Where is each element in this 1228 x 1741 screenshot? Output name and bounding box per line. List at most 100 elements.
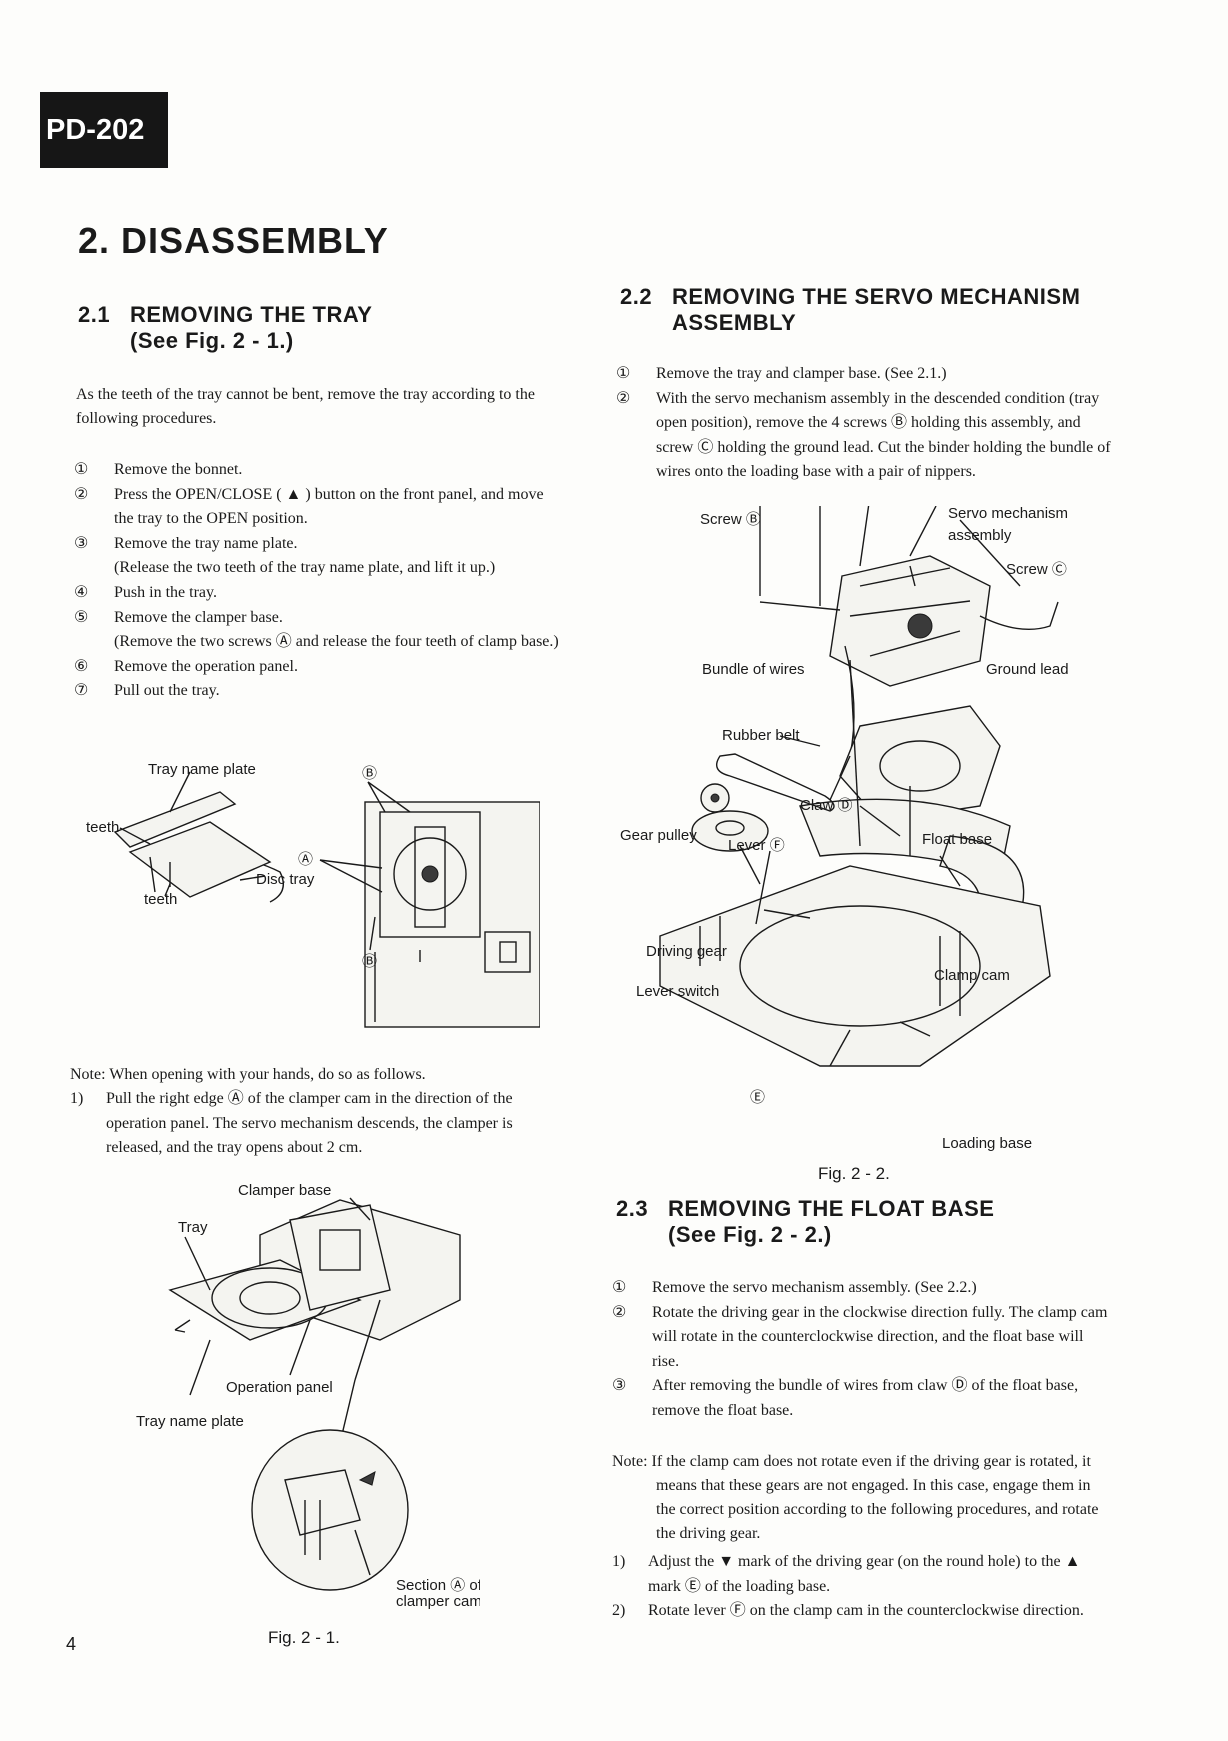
section-2-2-title: REMOVING THE SERVO MECHANISM <box>672 284 1081 309</box>
gear-pulley-hub <box>710 793 720 803</box>
clamper-detail <box>319 1229 361 1271</box>
label-operation-panel: Operation panel <box>226 1379 333 1396</box>
clamper-base-shape <box>289 1204 391 1311</box>
loading-base-opening <box>739 905 981 1027</box>
label-section-a: Section Ⓐ of <box>396 1577 480 1594</box>
leader-line <box>189 1339 211 1396</box>
loading-base-shape <box>659 865 1051 1067</box>
label-screw-c: Screw Ⓒ <box>1006 561 1067 578</box>
arrow-icon <box>358 1471 376 1486</box>
cam-detail-lines <box>304 1500 321 1560</box>
label-gear-pulley: Gear pulley <box>620 827 697 844</box>
spindle-shape <box>421 865 439 883</box>
servo-exploded-illustration: Screw Ⓑ Servo mechanism assembly Screw Ⓒ… <box>620 506 1069 1152</box>
leader-line <box>763 909 811 919</box>
leader-line <box>367 781 411 813</box>
tray-disassembly-illustration: Tray name plate teeth teeth Disc tray Ⓑ … <box>86 761 540 1028</box>
label-servo-mechanism: Servo mechanism <box>948 506 1068 522</box>
section-2-1-note: Note: When opening with your hands, do s… <box>70 1066 426 1083</box>
label-tray: Tray <box>178 1219 208 1236</box>
float-base-upper-shape <box>839 705 1001 822</box>
section-2-3-title: REMOVING THE FLOAT BASE <box>668 1196 995 1221</box>
label-screw-b-top: Ⓑ <box>362 765 377 782</box>
section-2-3-note: Note: If the clamp cam does not rotate e… <box>612 1453 1099 1542</box>
leader-line <box>349 1197 371 1221</box>
section-2-1-note-steps: 1)Pull the right edge Ⓐ of the clamper c… <box>70 1087 560 1161</box>
label-clamp-cam: Clamp cam <box>934 967 1010 984</box>
disc-inner <box>239 1281 301 1315</box>
arrow-out <box>174 1319 191 1333</box>
driving-gear-shape <box>691 810 769 852</box>
ground-lead-wire <box>979 601 1059 631</box>
cam-detail <box>284 1469 361 1536</box>
leader-line <box>909 565 916 587</box>
leader-line <box>184 1236 211 1291</box>
list-item: 1)Pull the right edge Ⓐ of the clamper c… <box>70 1090 513 1157</box>
leader-line <box>354 1299 381 1381</box>
leader-line <box>289 1319 311 1376</box>
leader-line <box>164 883 171 897</box>
label-lever-switch: Lever switch <box>636 983 719 1000</box>
leader-line <box>909 506 937 557</box>
label-screw-a: Ⓐ <box>298 851 313 868</box>
leader-line <box>239 875 266 881</box>
servo-detail-lines <box>849 567 971 657</box>
detail-circle <box>251 1429 409 1591</box>
label-screw-b: Screw Ⓑ <box>700 511 761 528</box>
label-assembly: assembly <box>948 527 1012 544</box>
list-item: 1)Adjust the ▼ mark of the driving gear … <box>612 1553 1081 1595</box>
leader-line <box>859 805 901 837</box>
leader-line <box>829 1029 851 1067</box>
model-tab: PD-202 <box>40 92 168 168</box>
driving-gear-hub <box>715 820 745 836</box>
section-2-2-heading: 2.2 REMOVING THE SERVO MECHANISM ASSEMBLY <box>620 284 1080 336</box>
section-2-2-number: 2.2 <box>620 284 653 309</box>
section-2-3-subtitle: (See Fig. 2 - 2.) <box>668 1222 832 1247</box>
page-number: 4 <box>66 1634 77 1654</box>
label-disc-tray: Disc tray <box>256 871 315 888</box>
loading-base-ribs <box>699 916 961 1016</box>
label-float-base: Float base <box>922 831 992 848</box>
pickup-rail <box>414 826 446 928</box>
label-claw-d: Claw Ⓓ <box>800 797 853 814</box>
figure-2-1-caption: Fig. 2 - 1. <box>268 1628 340 1647</box>
disc-outline <box>393 837 467 911</box>
label-tray-name-plate: Tray name plate <box>136 1413 244 1430</box>
leader-line <box>739 845 761 885</box>
section-2-1-title: REMOVING THE TRAY <box>130 302 373 327</box>
label-clamper-base: Clamper base <box>238 1182 331 1199</box>
leader-line <box>899 1021 931 1037</box>
leader-line <box>369 916 376 951</box>
switch-block <box>484 931 531 973</box>
leader-line <box>755 850 771 925</box>
label-driving-gear: Driving gear <box>646 943 727 960</box>
leader-line <box>759 601 841 611</box>
section-2-1-number: 2.1 <box>78 302 111 327</box>
label-teeth: teeth <box>86 819 119 836</box>
leader-line <box>829 755 851 801</box>
tooth-lines <box>149 856 171 893</box>
leader-line <box>367 781 386 813</box>
leader-line <box>119 827 151 845</box>
page-title: 2. DISASSEMBLY <box>78 220 389 261</box>
label-clamper-cam: clamper cam <box>396 1593 480 1610</box>
clamper-illustration: Clamper base Tray Operation panel Tray n… <box>136 1182 480 1610</box>
section-2-2-subtitle: ASSEMBLY <box>672 310 797 335</box>
leader-line <box>354 1529 371 1576</box>
leader-line <box>859 506 870 567</box>
